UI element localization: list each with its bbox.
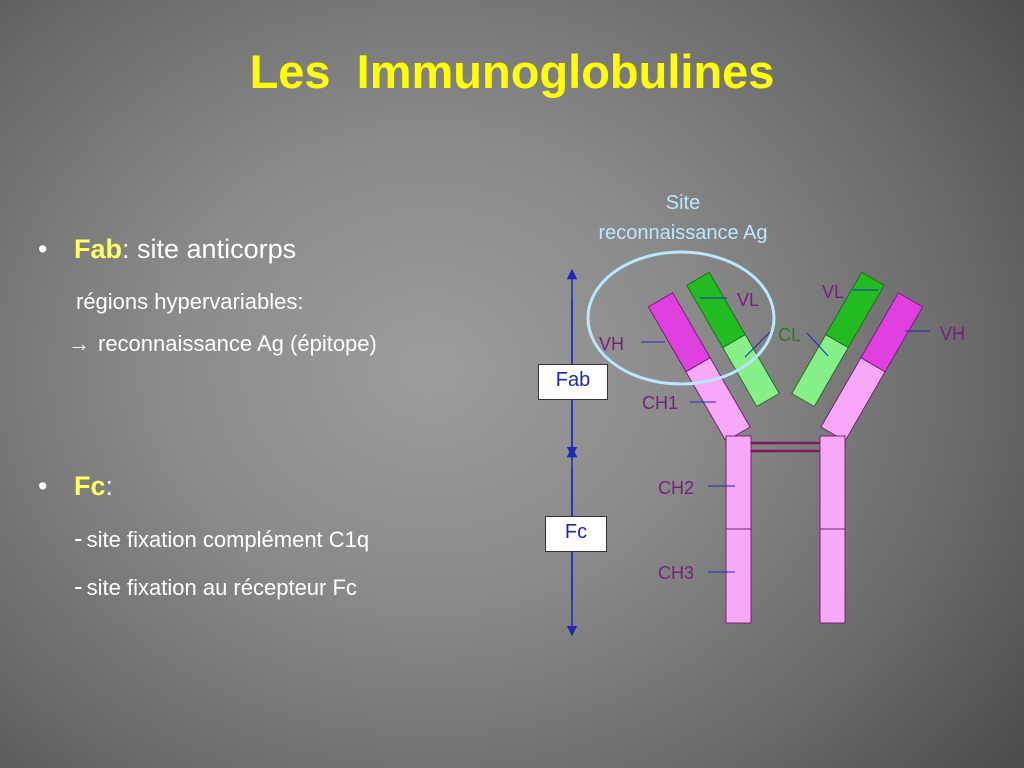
fab-term: Fab bbox=[74, 234, 123, 264]
recognition-site-ellipse bbox=[586, 250, 776, 386]
label-ch3: CH3 bbox=[658, 563, 695, 583]
page-title: Les Immunoglobulines bbox=[249, 45, 775, 98]
site-label-line-1: Site bbox=[665, 192, 701, 214]
leader-line bbox=[806, 332, 829, 357]
bullet-fc: • Fc: bbox=[38, 471, 114, 502]
label-ch2: CH2 bbox=[658, 478, 695, 498]
site-recognition-label: Site reconnaissance Ag bbox=[570, 188, 796, 248]
fab-desc: : site anticorps bbox=[122, 234, 297, 264]
fc-item-1: -site fixation complément C1q bbox=[74, 523, 369, 554]
dash: - bbox=[74, 571, 83, 601]
left-ch2-segment bbox=[725, 435, 752, 530]
dash: - bbox=[74, 523, 83, 553]
right-heavy-chain bbox=[820, 292, 924, 442]
site-label-line-2: reconnaissance Ag bbox=[598, 222, 768, 244]
right-vl-segment bbox=[825, 271, 885, 349]
right-ch2-segment bbox=[819, 435, 846, 530]
left-heavy-chain bbox=[647, 292, 751, 442]
right-light-chain bbox=[791, 271, 885, 408]
label-ch1: CH1 bbox=[642, 393, 679, 413]
label-vl-right: VL bbox=[822, 282, 845, 302]
label-vh-right: VH bbox=[940, 324, 966, 344]
fab-line-1: régions hypervariables: bbox=[76, 289, 304, 314]
right-vh-segment bbox=[860, 292, 924, 373]
left-light-chain bbox=[686, 271, 780, 408]
left-vh-segment bbox=[647, 292, 711, 373]
right-arrow-icon: → bbox=[68, 331, 90, 356]
label-cl-left: CL bbox=[778, 325, 802, 345]
fc-term: Fc bbox=[74, 471, 106, 501]
fab-line-2-text: reconnaissance Ag (épitope) bbox=[98, 331, 377, 356]
fc-item-2-text: site fixation au récepteur Fc bbox=[86, 575, 357, 600]
bullet-dot: • bbox=[38, 234, 48, 264]
label-vl-left: VL bbox=[737, 290, 760, 310]
label-vh-left: VH bbox=[599, 334, 625, 354]
right-ch3-segment bbox=[819, 528, 846, 624]
fc-item-2: -site fixation au récepteur Fc bbox=[74, 571, 357, 602]
fab-line-2: → reconnaissance Ag (épitope) bbox=[68, 331, 377, 357]
fc-item-1-text: site fixation complément C1q bbox=[86, 527, 370, 552]
fc-desc: : bbox=[105, 471, 114, 501]
fc-box: Fc bbox=[545, 516, 607, 552]
left-ch3-segment bbox=[725, 528, 752, 624]
leader-line bbox=[744, 331, 771, 358]
fab-box: Fab bbox=[538, 364, 608, 400]
left-vl-segment bbox=[686, 271, 746, 349]
bullet-dot: • bbox=[38, 471, 48, 501]
bullet-fab: • Fab: site anticorps bbox=[38, 234, 297, 265]
